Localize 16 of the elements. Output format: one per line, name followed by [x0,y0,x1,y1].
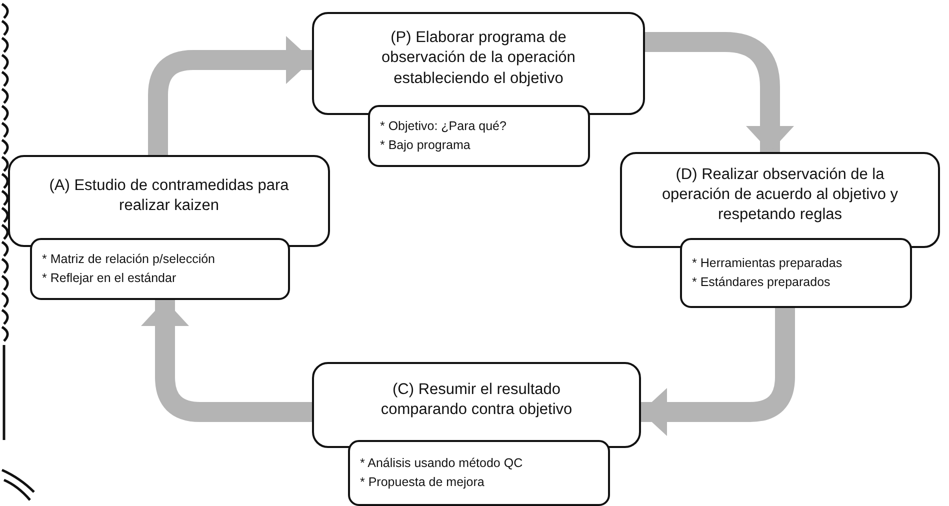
bullet-text: * Propuesta de mejora [360,474,486,491]
step-heading: (P) Elaborar programa de observación de la operación estableciendo el objetivo [380,28,576,89]
bullet-text: * Matriz de relación p/selección [42,250,216,268]
bullet-text: * Herramientas preparadas [692,254,844,272]
step-heading: (A) Estudio de contramedidas para realizar kaizen [49,176,289,216]
curved-arrow [645,32,794,152]
bullet-text: * Reflejar en el estándar [42,270,178,287]
bullet-text: * Bajo programa [380,137,472,154]
curved-arrow [141,300,312,422]
step-heading: (C) Resumir el resultado comparando contra objetivo [380,380,574,420]
bullet-text: * Análisis usando método QC [360,454,524,472]
bullet-text: * Objetivo: ¿Para qué? [380,118,508,135]
step-heading: (D) Realizar observación de la operación de acuerdo al objetivo y respetando reglas [660,164,900,226]
curved-arrow [641,308,795,436]
bullet-text: * Estándares preparados [692,274,832,291]
curved-arrow [148,36,312,155]
